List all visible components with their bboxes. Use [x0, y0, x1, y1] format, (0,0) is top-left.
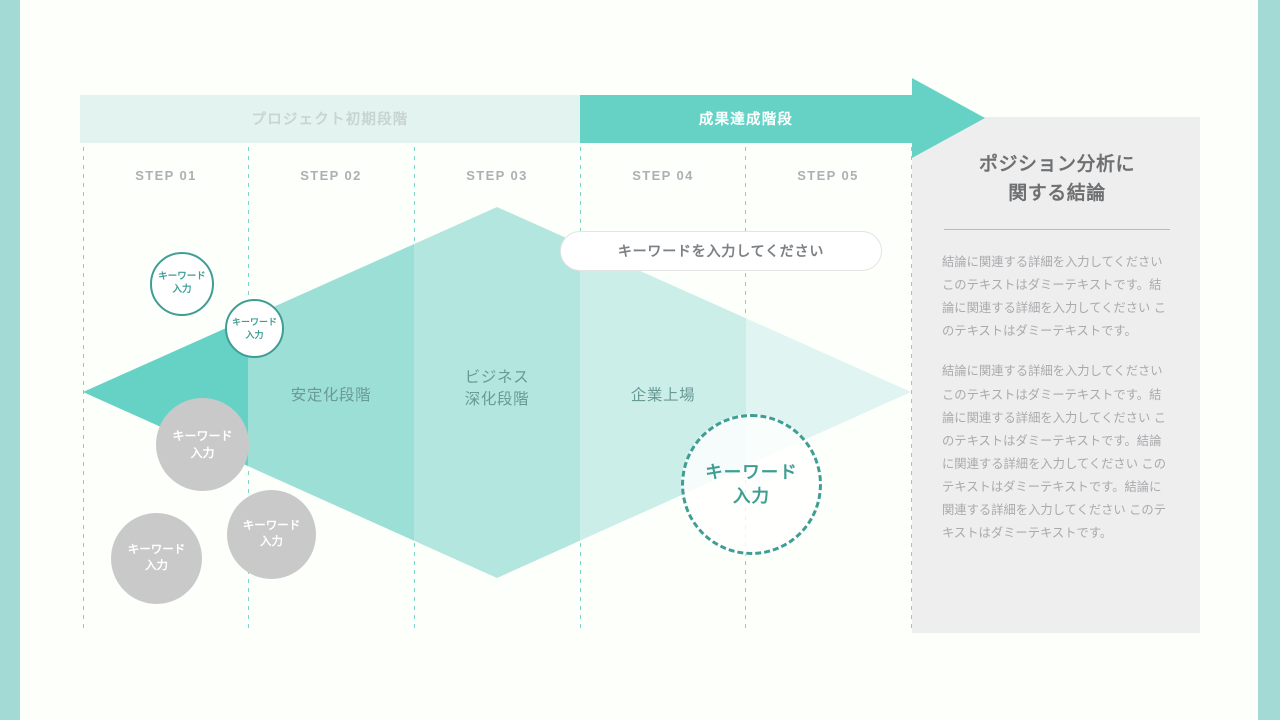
keyword-bubble-f[interactable]: キーワード入力: [681, 414, 822, 555]
diamond-segment-3: [414, 207, 580, 578]
diamond-label-ipo: 企業上場: [630, 387, 696, 404]
keyword-bubble-e[interactable]: キーワード入力: [111, 513, 202, 604]
keyword-bubble-b[interactable]: キーワード入力: [225, 299, 284, 358]
step-label-05: STEP 05: [797, 168, 859, 183]
step-divider-0: [83, 147, 84, 633]
phase-label-initial: プロジェクト初期段階: [251, 112, 409, 128]
phase-arrow-banner: [80, 70, 990, 166]
keyword-bubble-c[interactable]: キーワード入力: [156, 398, 249, 491]
step-label-04: STEP 04: [632, 168, 694, 183]
panel-divider: [944, 229, 1170, 230]
step-label-03: STEP 03: [466, 168, 528, 183]
phase-label-achievement: 成果達成階段: [698, 112, 794, 128]
keyword-input-pill[interactable]: キーワードを入力してください: [560, 231, 882, 271]
phase-arrow-shape: [80, 78, 985, 158]
step-divider-5: [911, 147, 912, 633]
decorative-band-right: [1258, 0, 1280, 720]
decorative-band-left: [0, 0, 20, 720]
step-label-02: STEP 02: [300, 168, 362, 183]
step-label-01: STEP 01: [135, 168, 197, 183]
keyword-bubble-a[interactable]: キーワード入力: [150, 252, 214, 316]
keyword-bubble-d[interactable]: キーワード入力: [227, 490, 316, 579]
panel-paragraph-1: 結論に関連する詳細を入力してください このテキストはダミーテキストです。結論に関…: [942, 255, 1167, 339]
diamond-label-stabilization: 安定化段階: [290, 387, 372, 404]
panel-title: ポジション分析に関する結論: [978, 154, 1135, 204]
diamond-label-business-deepening: ビジネス深化段階: [464, 369, 530, 409]
conclusion-panel: ポジション分析に関する結論 結論に関連する詳細を入力してください このテキストは…: [912, 117, 1200, 633]
panel-paragraph-2: 結論に関連する詳細を入力してください このテキストはダミーテキストです。結論に関…: [942, 364, 1167, 541]
